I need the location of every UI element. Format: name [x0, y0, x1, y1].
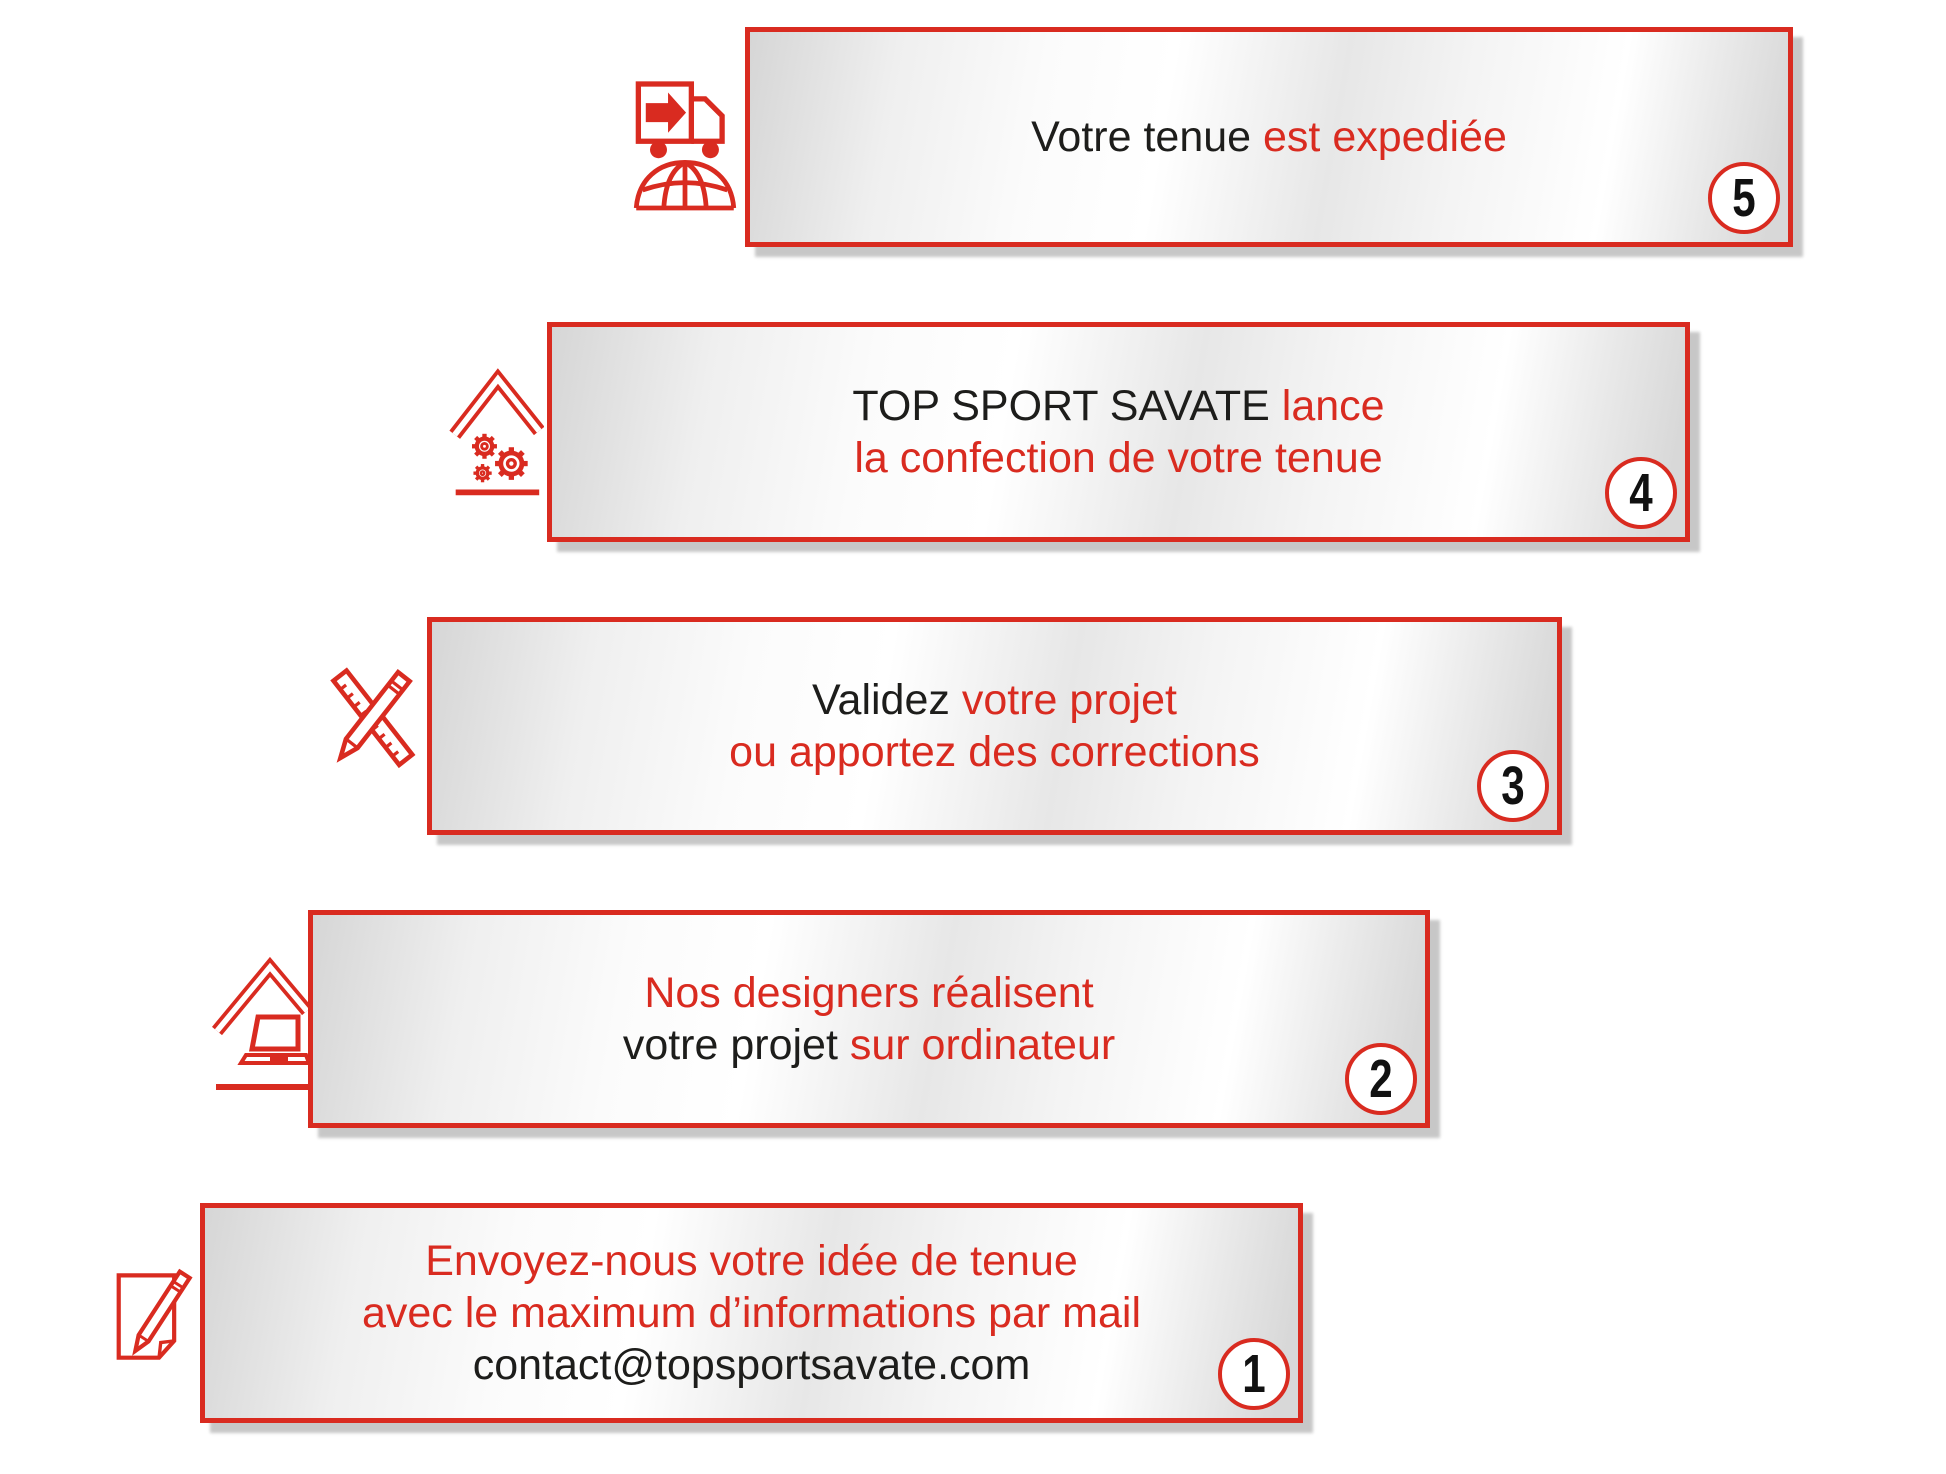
- step-2-text-red: sur ordinateur: [849, 1021, 1116, 1069]
- step-3-text-red: votre projet: [961, 676, 1177, 724]
- delivery-truck-globe-icon: [632, 62, 738, 212]
- step-3-text-black: Validez: [812, 676, 962, 724]
- workshop-laptop-icon: [212, 950, 312, 1092]
- step-box-3: Validez votre projet ou apportez des cor…: [427, 617, 1562, 835]
- step-5-text-red: est expediée: [1263, 113, 1507, 161]
- step-4-text-red: lance: [1281, 382, 1385, 430]
- step-3-number-badge: 3: [1477, 750, 1549, 822]
- step-3-number: 3: [1501, 756, 1525, 816]
- step-4-number: 4: [1629, 463, 1653, 523]
- step-5-number-badge: 5: [1708, 162, 1780, 234]
- step-4-number-badge: 4: [1605, 457, 1677, 529]
- step-4-text-line-1: TOP SPORT SAVATE lance: [647, 380, 1590, 432]
- step-1-text-line-1: Envoyez-nous votre idée de tenue: [425, 1237, 1078, 1285]
- step-2-text-line-2: votre projet sur ordinateur: [408, 1019, 1330, 1071]
- step-2-number-badge: 2: [1345, 1043, 1417, 1115]
- ruler-pencil-icon: [328, 648, 420, 794]
- step-4-text-line-2: la confection de votre tenue: [854, 434, 1383, 482]
- step-1-text-line-2: avec le maximum d’informations par mail: [361, 1289, 1142, 1337]
- step-2-text-black: votre projet: [622, 1021, 850, 1069]
- step-1-number: 1: [1242, 1344, 1266, 1404]
- step-box-1: Envoyez-nous votre idée de tenue avec le…: [200, 1203, 1303, 1423]
- step-5-number: 5: [1732, 168, 1756, 228]
- step-1-number-badge: 1: [1218, 1338, 1290, 1410]
- note-pencil-icon: [112, 1246, 196, 1382]
- step-4-brand-text: TOP SPORT SAVATE: [852, 382, 1282, 430]
- step-5-text: Votre tenue est expediée: [845, 111, 1693, 163]
- step-box-2: Nos designers réalisent votre projet sur…: [308, 910, 1430, 1128]
- step-3-text-line-2: ou apportez des corrections: [729, 728, 1260, 776]
- step-1-contact-email: contact@topsportsavate.com: [472, 1341, 1031, 1389]
- step-3-text-line-1: Validez votre projet: [527, 674, 1462, 726]
- step-box-4: TOP SPORT SAVATE lance la confection de …: [547, 322, 1690, 542]
- workshop-gears-icon: [448, 358, 544, 500]
- step-2-number: 2: [1369, 1049, 1393, 1109]
- step-2-text-line-1: Nos designers réalisent: [644, 969, 1094, 1017]
- step-5-text-black: Votre tenue: [1031, 113, 1264, 161]
- step-box-5: Votre tenue est expediée 5: [745, 27, 1793, 247]
